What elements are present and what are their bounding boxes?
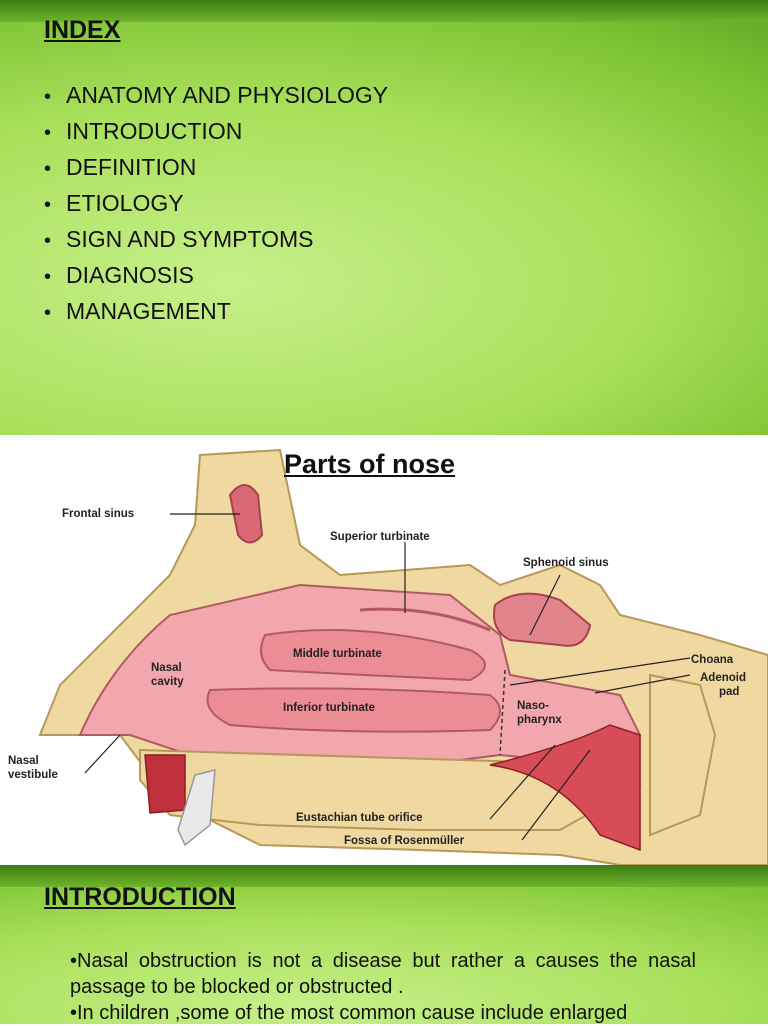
superior-turbinate-shape <box>359 607 491 632</box>
slide-top-band <box>0 865 768 887</box>
bullet: • <box>44 122 52 144</box>
bullet: • <box>44 230 52 252</box>
pointer-sphenoid-sinus <box>529 574 561 636</box>
label-middle-turbinate: Middle turbinate <box>293 648 382 660</box>
bullet: • <box>44 158 52 180</box>
label-choana: Choana <box>691 654 734 666</box>
label-nasal-cavity-line1: Nasal <box>151 662 182 674</box>
list-item: • ANATOMY AND PHYSIOLOGY <box>44 77 388 113</box>
label-sphenoid-sinus: Sphenoid sinus <box>523 557 609 569</box>
introduction-title: INTRODUCTION <box>44 883 236 911</box>
list-item: • SIGN AND SYMPTOMS <box>44 221 388 257</box>
pharynx-muscle-shape <box>489 724 641 852</box>
tongue-muscle-shape <box>144 754 186 814</box>
pointer-nasal-vestibule <box>84 734 121 774</box>
paragraph: •In children ,some of the most common ca… <box>70 1002 628 1024</box>
frontal-sinus-shape <box>228 484 264 544</box>
bullet: • <box>44 266 52 288</box>
slide-top-band <box>0 0 768 22</box>
list-item-label: INTRODUCTION <box>66 118 243 144</box>
nose-anatomy-illustration <box>38 448 768 866</box>
pointer-eustachian <box>489 744 556 820</box>
label-nasopharynx-line2: pharynx <box>517 714 562 726</box>
choana-dashed-line <box>499 669 506 756</box>
list-item: • INTRODUCTION <box>44 113 388 149</box>
list-item-label: ANATOMY AND PHYSIOLOGY <box>66 82 389 108</box>
list-item: • ETIOLOGY <box>44 185 388 221</box>
sphenoid-sinus-shape <box>493 592 592 647</box>
label-nasal-vestibule-line2: vestibule <box>8 769 58 781</box>
label-superior-turbinate: Superior turbinate <box>330 531 430 543</box>
bullet: • <box>44 302 52 324</box>
pointer-choana <box>509 657 691 686</box>
label-inferior-turbinate: Inferior turbinate <box>283 702 376 714</box>
list-item-label: SIGN AND SYMPTOMS <box>66 226 314 252</box>
index-slide <box>0 0 768 435</box>
label-eustachian-tube: Eustachian tube orifice <box>296 812 423 824</box>
list-item-label: ETIOLOGY <box>66 190 184 216</box>
list-item: • MANAGEMENT <box>44 293 388 329</box>
list-item: • DEFINITION <box>44 149 388 185</box>
middle-turbinate-shape <box>260 629 486 682</box>
nose-diagram-panel <box>0 435 768 866</box>
bullet: • <box>44 194 52 216</box>
list-item-label: DIAGNOSIS <box>66 262 194 288</box>
pointer-adenoid-pad <box>594 674 691 694</box>
label-nasopharynx-line1: Naso- <box>517 700 549 712</box>
vertebra-shape <box>649 673 717 837</box>
label-fossa-rosenmuller: Fossa of Rosenmüller <box>344 835 465 847</box>
paragraph: •Nasal obstruction is not a disease but … <box>70 950 696 998</box>
diagram-title: Parts of nose <box>284 449 456 479</box>
introduction-body: •Nasal obstruction is not a disease but … <box>70 948 696 1026</box>
index-list: • ANATOMY AND PHYSIOLOGY • INTRODUCTION • D… <box>44 77 388 329</box>
label-adenoid-line2: pad <box>719 686 740 698</box>
introduction-slide <box>0 865 768 1024</box>
label-frontal-sinus: Frontal sinus <box>62 508 135 520</box>
list-item-label: DEFINITION <box>66 154 197 180</box>
index-title: INDEX <box>44 16 121 44</box>
tooth-shape <box>177 769 216 847</box>
list-item: • DIAGNOSIS <box>44 257 388 293</box>
label-adenoid-line1: Adenoid <box>700 672 746 684</box>
inferior-turbinate-shape <box>206 687 501 733</box>
bullet: • <box>44 86 52 108</box>
pointer-fossa <box>521 749 591 841</box>
label-nasal-vestibule-line1: Nasal <box>8 755 39 767</box>
list-item-label: MANAGEMENT <box>66 298 231 324</box>
label-nasal-cavity-line2: cavity <box>151 676 184 688</box>
